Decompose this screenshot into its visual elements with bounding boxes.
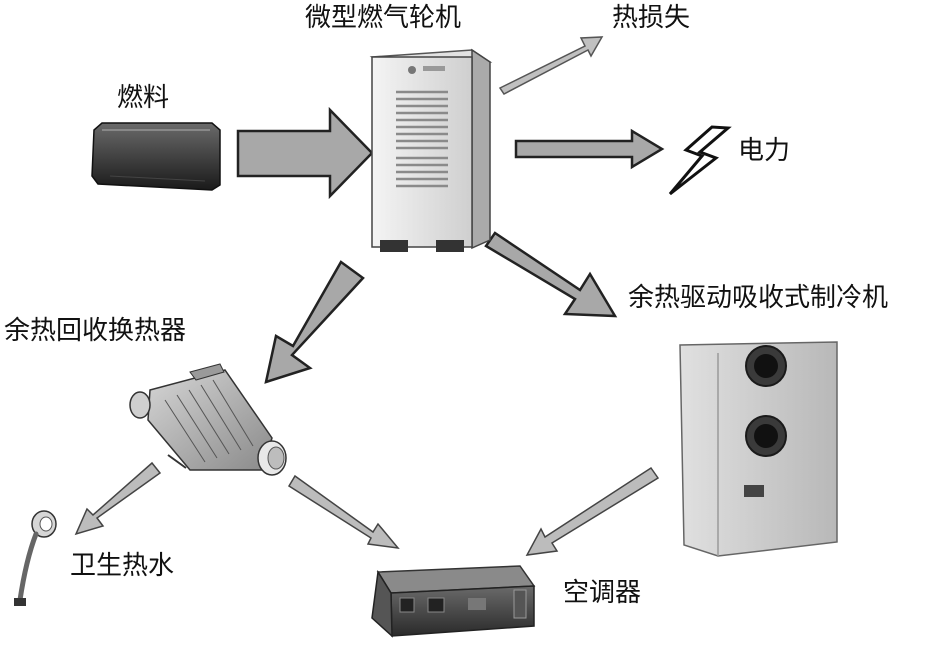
fuel-block — [91, 122, 221, 191]
arrow-heat-exchanger-to-hot-water — [74, 461, 162, 536]
air-conditioner-unit — [371, 565, 536, 638]
micro-gas-turbine — [369, 48, 493, 252]
arrow-turbine-to-heat-loss — [498, 36, 604, 95]
heat-exchanger — [129, 363, 287, 476]
lightning-icon — [668, 125, 732, 196]
arrow-turbine-to-chiller — [484, 231, 618, 318]
label-absorption-chiller: 余热驱动吸收式制冷机 — [628, 283, 889, 313]
arrow-turbine-to-power — [514, 128, 665, 170]
arrow-heat-exchanger-to-air-conditioner — [287, 474, 400, 549]
label-heat-loss: 热损失 — [612, 3, 691, 33]
label-micro-gas-turbine: 微型燃气轮机 — [305, 3, 462, 33]
shower-head — [14, 510, 57, 606]
absorption-chiller — [679, 341, 838, 557]
arrow-chiller-to-air-conditioner — [525, 466, 660, 556]
label-hot-water: 卫生热水 — [70, 551, 175, 581]
label-fuel: 燃料 — [117, 83, 170, 113]
label-power: 电力 — [738, 136, 791, 166]
arrow-fuel-to-turbine — [236, 106, 374, 200]
label-heat-exchanger: 余热回收换热器 — [4, 316, 187, 346]
arrow-turbine-to-heat-exchanger — [264, 260, 365, 384]
label-air-conditioner: 空调器 — [563, 578, 642, 608]
